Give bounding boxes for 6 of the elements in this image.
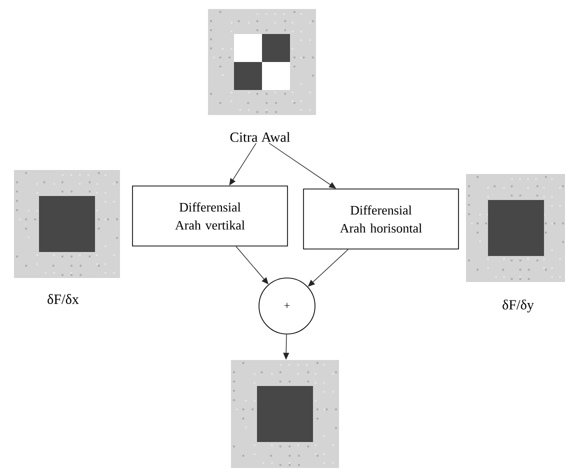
process-box: Differensial Arah vertikal [132, 186, 288, 246]
process-box: Differensial Arah horisontal [303, 188, 459, 250]
image-caption: δF/δx [48, 294, 79, 304]
image-caption: Citra Awal [230, 132, 290, 142]
pixel-image-drawing [231, 360, 339, 468]
image-caption: δF/δy [502, 300, 534, 312]
